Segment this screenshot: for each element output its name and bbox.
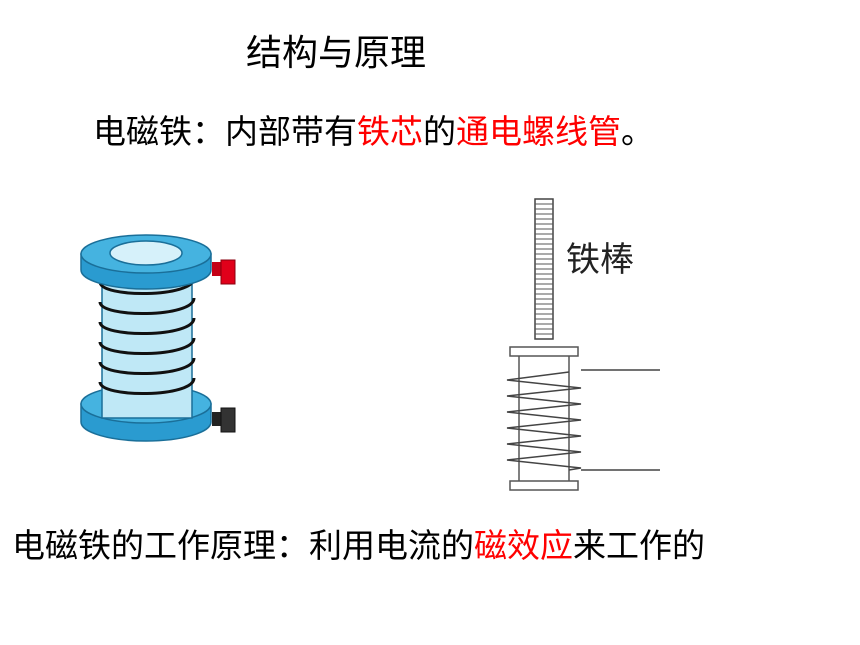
highlight-solenoid: 通电螺线管 [456, 112, 621, 151]
iron-rod-label: 铁棒 [566, 240, 634, 280]
highlight-iron-core: 铁芯 [357, 112, 423, 151]
red-terminal [212, 259, 236, 285]
iron-rod [534, 198, 554, 340]
definition-prefix: 电磁铁：内部带有 [93, 112, 357, 151]
definition-middle: 的 [423, 112, 456, 151]
black-terminal [212, 407, 236, 433]
principle-text: 电磁铁的工作原理：利用电流的磁效应来工作的 [12, 524, 705, 568]
slide-title: 结构与原理 [246, 33, 427, 74]
electromagnet-coil-illustration [80, 234, 236, 442]
top-flange [80, 234, 212, 290]
solenoid-winding [506, 371, 582, 471]
definition-suffix: 。 [621, 112, 654, 151]
highlight-magnetic-effect: 磁效应 [474, 526, 573, 565]
principle-prefix: 电磁铁的工作原理：利用电流的 [12, 526, 474, 565]
principle-suffix: 来工作的 [573, 526, 705, 565]
solenoid-diagram [506, 198, 660, 491]
coil-windings [98, 277, 196, 395]
definition-text: 电磁铁：内部带有铁芯的通电螺线管。 [93, 110, 654, 154]
